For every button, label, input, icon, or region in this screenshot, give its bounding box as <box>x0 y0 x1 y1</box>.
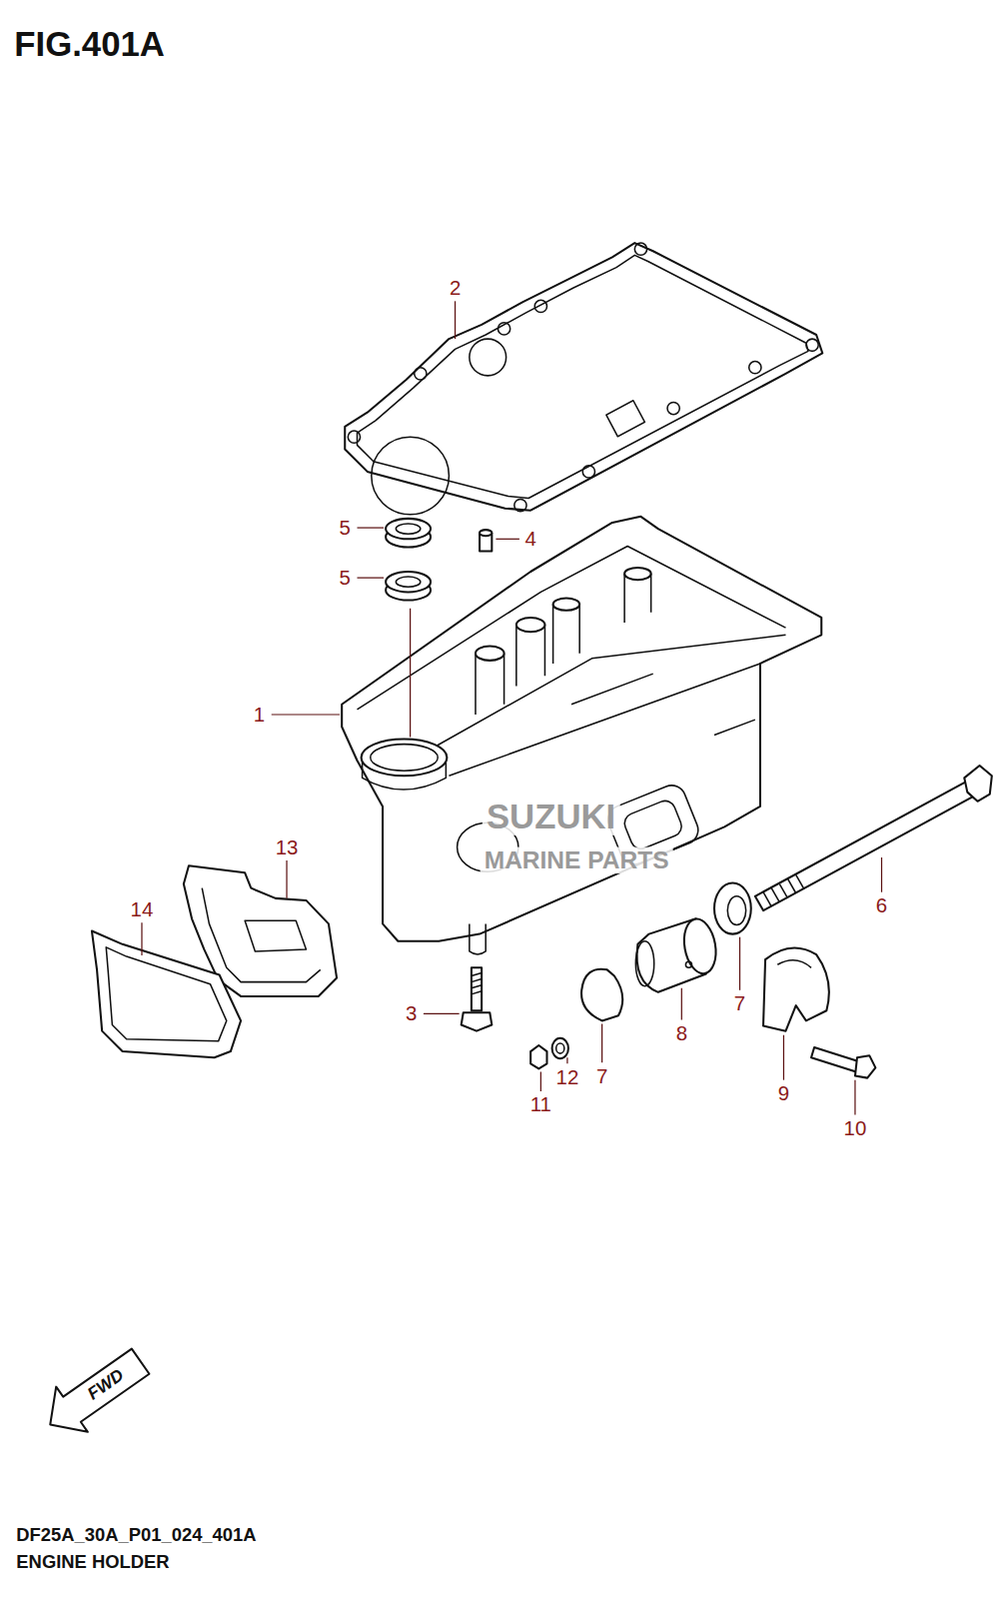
figure-code: DF25A_30A_P01_024_401A <box>15 1525 256 1546</box>
callout-number: 5 <box>339 516 351 539</box>
callout-number: 7 <box>596 1063 608 1086</box>
figure-caption: ENGINE HOLDER <box>15 1552 169 1573</box>
callout-number: 6 <box>876 894 888 917</box>
watermark: MARINE PARTS <box>480 847 674 875</box>
callout-number: 8 <box>676 1020 688 1043</box>
callout-number: 4 <box>524 527 536 550</box>
callout-number: 12 <box>556 1064 580 1087</box>
callout-number: 3 <box>405 1001 417 1024</box>
callout-number: 14 <box>130 898 154 921</box>
callout-number: 10 <box>844 1115 868 1138</box>
fwd-arrow <box>33 1338 156 1447</box>
callout-number: 1 <box>253 703 265 726</box>
leader-lines <box>141 300 883 1114</box>
callout-number: 11 <box>530 1092 552 1115</box>
figure-title: FIG.401A <box>13 25 165 64</box>
cover <box>91 865 337 1057</box>
callout-number: 5 <box>339 566 351 589</box>
oil-seals <box>385 518 492 601</box>
mount-parts <box>530 883 876 1078</box>
gasket <box>344 242 823 515</box>
bolt <box>461 967 493 1030</box>
callout-number: 2 <box>449 276 461 299</box>
callout-number: 9 <box>778 1081 790 1104</box>
long-bolt <box>755 765 993 911</box>
callout-number: 13 <box>275 836 299 859</box>
watermark: SUZUKI <box>482 797 620 836</box>
engine-holder <box>341 516 822 955</box>
callout-number: 7 <box>734 992 746 1014</box>
